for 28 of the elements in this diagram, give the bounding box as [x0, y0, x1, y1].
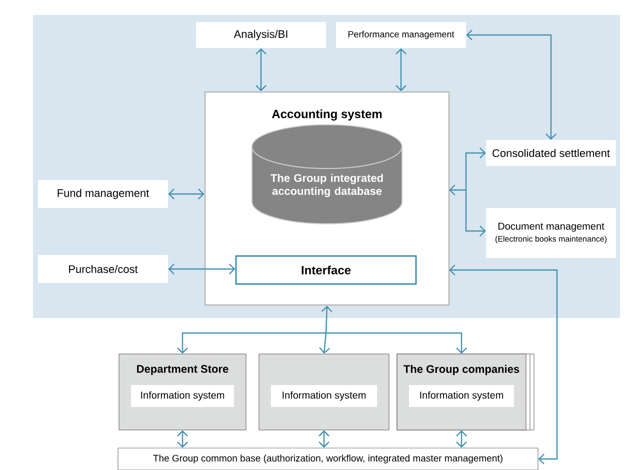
arrow: [456, 430, 467, 448]
arrow: [465, 190, 486, 236]
arrow: [177, 430, 188, 448]
label-box: Analysis/BI: [196, 22, 326, 48]
arrow: [168, 264, 236, 274]
arrow: [256, 48, 266, 92]
label-box: Purchase/cost: [38, 255, 168, 283]
label-box: Document management (Electronic books maintenance): [486, 208, 616, 258]
arrow: [321, 306, 332, 334]
arrow: [449, 264, 558, 464]
arrow: [168, 188, 204, 200]
arrow: [319, 332, 330, 354]
arrow: [465, 148, 486, 190]
label-box: Consolidated settlement: [486, 140, 616, 166]
arrow: [466, 30, 556, 140]
label-box: Performance management: [336, 22, 466, 48]
system-box: Department Store Information system: [118, 354, 246, 430]
arrow: [318, 430, 330, 448]
system-box: Information system: [258, 354, 390, 430]
interface-box: Interface: [235, 255, 417, 285]
label-box: Fund management: [38, 180, 168, 208]
database-cylinder: The Group integrated accounting database: [252, 124, 402, 224]
stacked-system-box: The Group companies Information system: [396, 354, 534, 430]
arrow: [396, 48, 406, 92]
arrow: [177, 332, 326, 354]
arrow: [326, 332, 467, 354]
base-box: The Group common base (authorization, workflow, integrated master management): [118, 448, 538, 470]
arrow: [449, 184, 466, 196]
